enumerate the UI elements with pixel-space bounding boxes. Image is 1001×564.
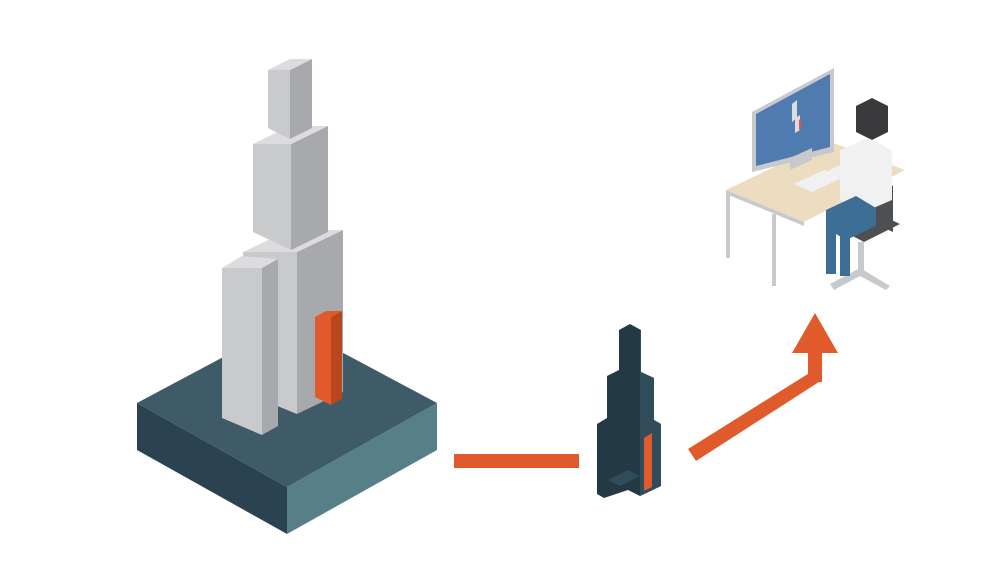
connector-line xyxy=(454,454,579,468)
building-model xyxy=(137,59,437,534)
building-silhouette xyxy=(597,324,661,498)
highlight-block xyxy=(315,311,342,405)
progress-arrow xyxy=(688,313,838,461)
workstation xyxy=(726,68,905,290)
